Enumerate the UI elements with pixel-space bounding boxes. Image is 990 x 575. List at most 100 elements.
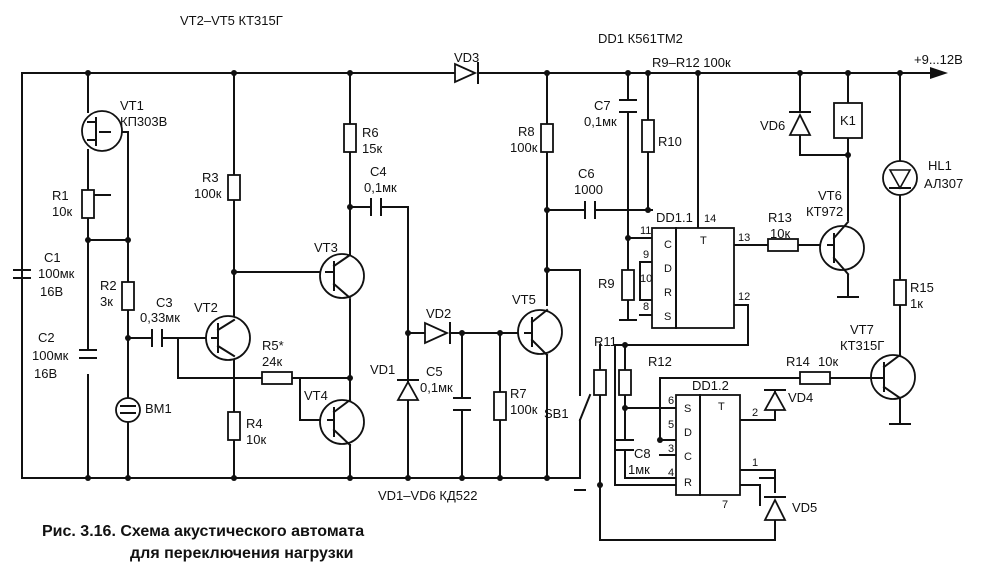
vd2-label: VD2 [426, 306, 451, 321]
r7-resistor [493, 391, 507, 421]
vd5-diode [763, 496, 787, 521]
dd12-n1: 1 [752, 457, 758, 469]
c2-label: C2 [38, 330, 55, 345]
c1-capacitor [13, 269, 31, 279]
vd4-diode [763, 389, 787, 411]
vt4-transistor [319, 398, 365, 447]
c2-voltage: 16В [34, 366, 57, 381]
dd12-n2: 2 [752, 407, 758, 419]
r9-label: R9 [598, 276, 615, 291]
vd6-label: VD6 [760, 118, 785, 133]
vt6-label: VT6 [818, 188, 842, 203]
dd12-pin-t: T [718, 401, 725, 413]
c5-value: 0,1мк [420, 380, 453, 395]
r10-resistor [641, 119, 655, 153]
vt5-transistor [517, 308, 563, 357]
r14-resistor [799, 371, 831, 385]
r14-label: R14 [786, 354, 810, 369]
vt4-label: VT4 [304, 388, 328, 403]
r5-label: R5* [262, 338, 284, 353]
c7-value: 0,1мк [584, 114, 617, 129]
dd11-n13: 13 [738, 232, 750, 244]
c6-value: 1000 [574, 182, 603, 197]
dd12-pin-s: S [684, 403, 691, 415]
c7-label: C7 [594, 98, 611, 113]
c3-label: C3 [156, 295, 173, 310]
c4-capacitor [370, 198, 382, 216]
r7-label: R7 [510, 386, 527, 401]
r12-label: R12 [648, 354, 672, 369]
r15-label: R15 [910, 280, 934, 295]
c7-capacitor [619, 99, 637, 113]
r8-resistor [540, 123, 554, 153]
dd12-n7: 7 [722, 499, 728, 511]
bm1-microphone [115, 397, 141, 423]
vt7-label: VT7 [850, 322, 874, 337]
dd11-n8: 8 [643, 301, 649, 313]
r15-value: 1к [910, 296, 923, 311]
vd4-label: VD4 [788, 390, 813, 405]
c5-capacitor [453, 397, 471, 411]
r8-label: R8 [518, 124, 535, 139]
vt1-type: КП303В [120, 114, 167, 129]
r11-resistor [593, 369, 607, 396]
vd-group-label: VD1–VD6 КД522 [378, 488, 478, 503]
r1-value: 10к [52, 204, 72, 219]
dd12-pin-r: R [684, 477, 692, 489]
dd11-n10: 10 [640, 273, 652, 285]
dd11-pin-t: T [700, 235, 707, 247]
dd11-n14: 14 [704, 213, 716, 225]
dd12-n6: 6 [668, 395, 674, 407]
vt3-transistor [319, 253, 365, 300]
vt1-transistor [81, 110, 123, 152]
dd11-n11: 11 [640, 225, 651, 237]
r5-resistor [261, 371, 293, 385]
c5-label: C5 [426, 364, 443, 379]
dd12-pin-d: D [684, 427, 692, 439]
r2-resistor [121, 281, 135, 311]
vt3-label: VT3 [314, 240, 338, 255]
vt2-transistor [205, 315, 251, 361]
vd6-diode [788, 111, 812, 136]
r6-resistor [343, 123, 357, 153]
vd2-diode [424, 321, 451, 345]
k1-label: K1 [840, 113, 856, 128]
c6-label: C6 [578, 166, 595, 181]
dd12-n4: 4 [668, 467, 674, 479]
r15-resistor [893, 279, 907, 306]
r8-value: 100к [510, 140, 538, 155]
dd12-n5: 5 [668, 419, 674, 431]
r10-label: R10 [658, 134, 682, 149]
vd1-diode [396, 379, 420, 401]
hl1-label: HL1 [928, 158, 952, 173]
c4-value: 0,1мк [364, 180, 397, 195]
c6-capacitor [584, 201, 596, 219]
c1-voltage: 16В [40, 284, 63, 299]
c2-value: 100мк [32, 348, 69, 363]
hl1-type: АЛ307 [924, 176, 963, 191]
r2-value: 3к [100, 294, 113, 309]
vd1-label: VD1 [370, 362, 395, 377]
dd11-pin-s: S [664, 311, 671, 323]
caption-line1: Рис. 3.16. Схема акустического автомата [42, 523, 364, 540]
bm1-label: BM1 [145, 401, 172, 416]
r6-value: 15к [362, 141, 382, 156]
dd11-pin-r: R [664, 287, 672, 299]
r13-label: R13 [768, 210, 792, 225]
vt6-type: КТ972 [806, 204, 843, 219]
vd5-label: VD5 [792, 500, 817, 515]
caption-line2: для переключения нагрузки [130, 545, 354, 562]
r3-resistor [227, 174, 241, 201]
supply-label: +9...12В [914, 52, 963, 67]
dd12-label: DD1.2 [692, 378, 729, 393]
r9-resistor [621, 269, 635, 301]
k1-relay [833, 102, 863, 139]
dd11-pin-d: D [664, 263, 672, 275]
dd-type-label: DD1 К561ТМ2 [598, 31, 683, 46]
vd3-label: VD3 [454, 50, 479, 65]
dd11-pin-c: C [664, 239, 672, 251]
c2-capacitor [79, 349, 97, 359]
vt5-label: VT5 [512, 292, 536, 307]
dd12-chip [675, 394, 741, 496]
